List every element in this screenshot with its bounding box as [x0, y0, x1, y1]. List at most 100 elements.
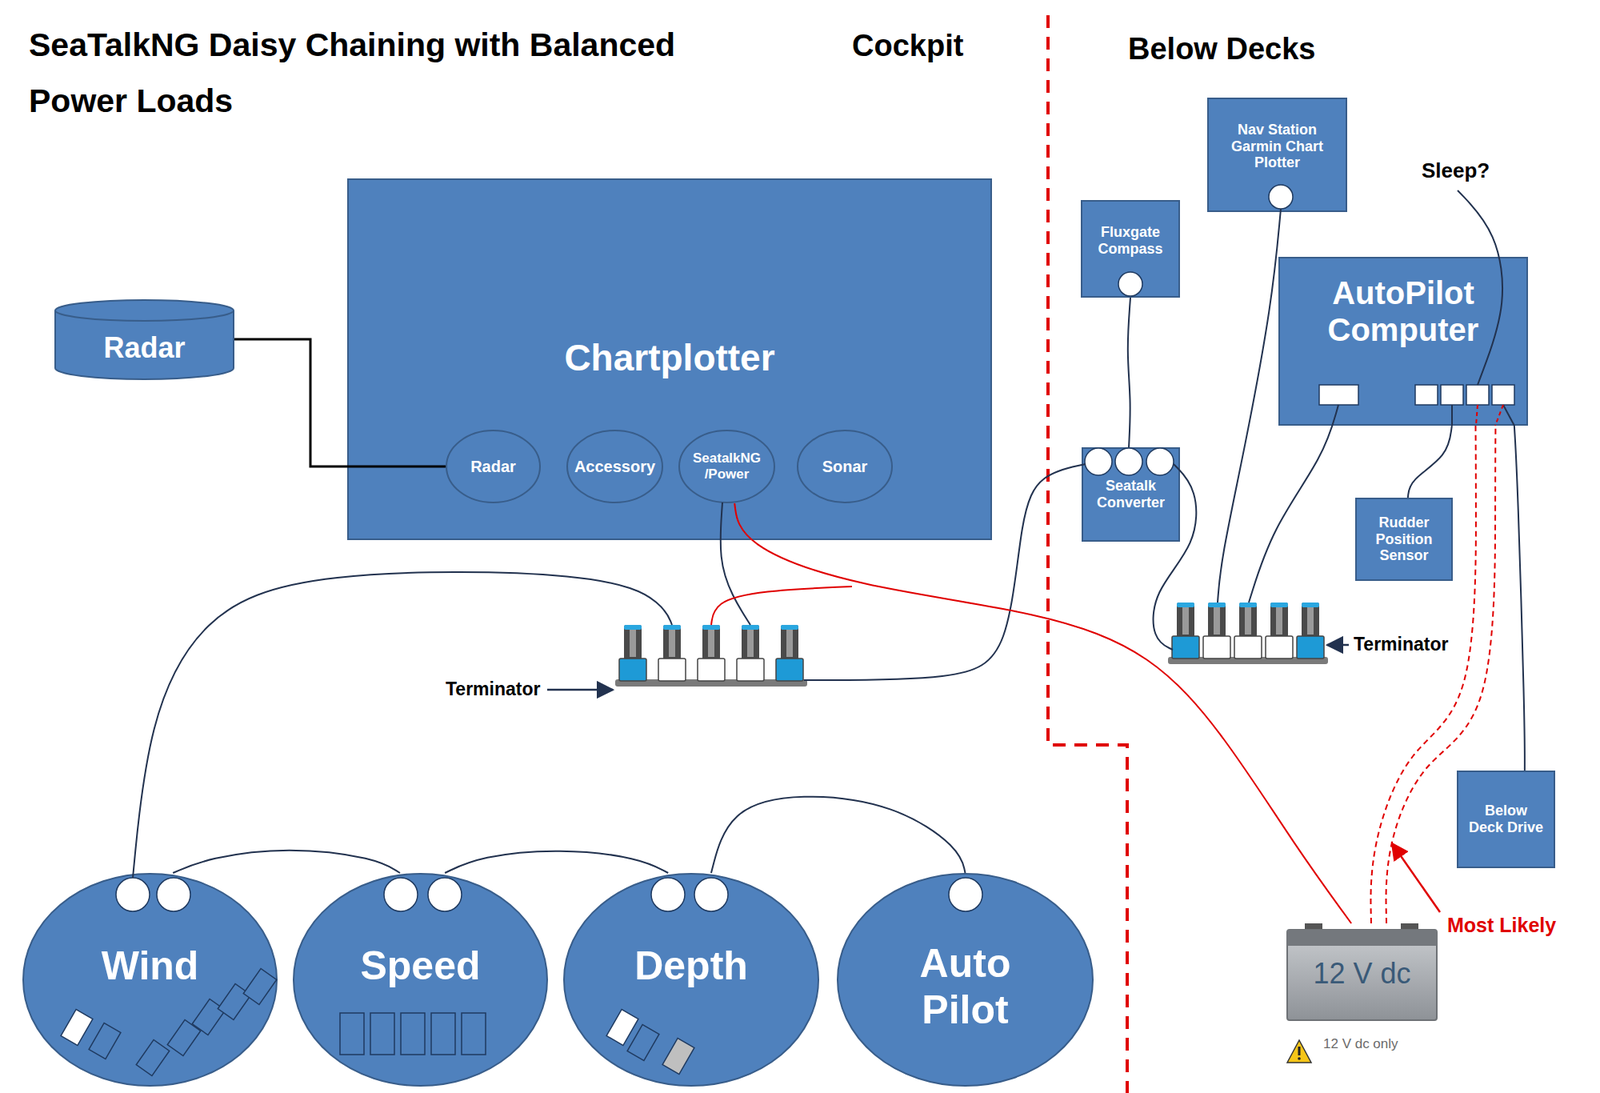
wire — [720, 502, 751, 625]
cable — [711, 796, 966, 873]
node-text: Nav Station Garmin Chart Plotter — [1217, 121, 1338, 172]
node-text: 12 V dc only — [1323, 1036, 1399, 1052]
instrument-dial: Auto Pilot — [836, 872, 1094, 1087]
leader-arrow — [1327, 644, 1349, 647]
port-socket — [948, 877, 983, 912]
computer-box: AutoPilot Computer — [1278, 256, 1528, 426]
connector-base — [697, 658, 725, 681]
wire — [1476, 404, 1478, 426]
button-key — [1466, 384, 1489, 405]
node-text: Depth — [634, 943, 748, 990]
connector-cap — [780, 624, 799, 630]
cable — [444, 851, 668, 873]
connector-body — [624, 624, 642, 660]
connector-shine — [786, 629, 793, 657]
port-socket — [651, 877, 685, 912]
wire — [1495, 404, 1504, 426]
button-key — [662, 1038, 695, 1075]
battery-body — [1287, 929, 1437, 1020]
port-socket — [384, 877, 418, 912]
callout-note: Most Likely — [1447, 913, 1556, 937]
connector-body — [1176, 602, 1195, 638]
cable — [1128, 297, 1131, 448]
device-box: Fluxgate Compass — [1080, 200, 1180, 298]
button-key — [370, 1012, 395, 1055]
cylinder-top — [55, 300, 234, 321]
port-ellipse: SeatalkNG /Power — [678, 429, 776, 504]
connector-shine — [629, 629, 636, 657]
node-text: Sonar — [822, 457, 868, 476]
node-text: Wind — [101, 943, 200, 990]
box-outline — [1457, 771, 1555, 868]
port-socket — [1084, 448, 1112, 476]
cable — [1386, 425, 1496, 924]
connector-cap — [663, 624, 681, 630]
box-outline — [1356, 498, 1452, 580]
port-ellipse: Sonar — [796, 429, 893, 504]
connector-body — [1270, 602, 1288, 638]
region-label: Sleep? — [1421, 159, 1490, 184]
ellipse-outline — [837, 873, 1093, 1086]
connector-base — [1234, 636, 1262, 659]
edge-group — [172, 297, 1525, 924]
connector-shine — [747, 629, 754, 657]
node-text: 12 V dc — [1312, 956, 1411, 990]
wire — [804, 464, 1086, 680]
device-box: Nav Station Garmin Chart Plotter — [1207, 97, 1348, 212]
button-key — [1415, 384, 1438, 405]
terminator-base — [619, 658, 647, 681]
connector-body — [1208, 602, 1226, 638]
connector-body — [780, 624, 799, 660]
button-key — [88, 1023, 121, 1060]
button-key — [340, 1012, 364, 1055]
button-key — [431, 1012, 456, 1055]
connector-body — [1239, 602, 1257, 638]
wire — [1153, 464, 1197, 650]
button-key — [136, 1040, 169, 1076]
region-label: Terminator — [445, 678, 540, 700]
node-text: Fluxgate Compass — [1086, 224, 1175, 257]
connector-shine — [1307, 607, 1314, 635]
node-text: Speed — [360, 943, 480, 990]
connector-shine — [1213, 607, 1220, 635]
wire — [1451, 404, 1453, 426]
connector-base — [658, 658, 686, 681]
port-ellipse: Accessory — [566, 429, 664, 504]
box-outline — [1279, 257, 1528, 425]
connector-body — [1301, 602, 1320, 638]
cable — [1514, 425, 1525, 771]
cable — [234, 339, 446, 467]
diagram-title: SeaTalkNG Daisy Chaining with Balanced P… — [28, 17, 685, 129]
chartplotter-box: ChartplotterRadarAccessorySeatalkNG /Pow… — [347, 178, 992, 540]
node-text: Seatalk Converter — [1087, 477, 1176, 511]
connector-base — [736, 658, 764, 681]
connector-shine — [1182, 607, 1189, 635]
node-text: Radar — [470, 457, 516, 476]
ellipse-outline — [797, 430, 892, 503]
terminator-base — [1172, 636, 1200, 659]
connector-base — [1203, 636, 1231, 659]
button-key — [1440, 384, 1464, 405]
device-box: Seatalk Converter — [1081, 447, 1180, 542]
connector-shine — [1244, 607, 1252, 635]
connector-body — [702, 624, 720, 660]
connector-cap — [702, 624, 720, 630]
button-key — [243, 968, 276, 1005]
connector-cap — [1208, 602, 1226, 608]
ellipse-outline — [23, 873, 277, 1086]
connector-body — [741, 624, 760, 660]
cable — [1408, 425, 1452, 498]
wire — [711, 586, 852, 625]
button-key — [60, 1009, 93, 1046]
region-label: Cockpit — [852, 28, 964, 64]
warning-mark — [1298, 1046, 1301, 1056]
button-key — [627, 1024, 660, 1061]
wire — [1503, 404, 1515, 426]
wire — [1248, 404, 1339, 603]
region-label: Below Decks — [1128, 32, 1316, 68]
node-text: AutoPilot Computer — [1299, 274, 1508, 348]
connector-cap — [1301, 602, 1320, 608]
connector-shine — [668, 629, 676, 657]
terminator-base — [1296, 636, 1324, 659]
